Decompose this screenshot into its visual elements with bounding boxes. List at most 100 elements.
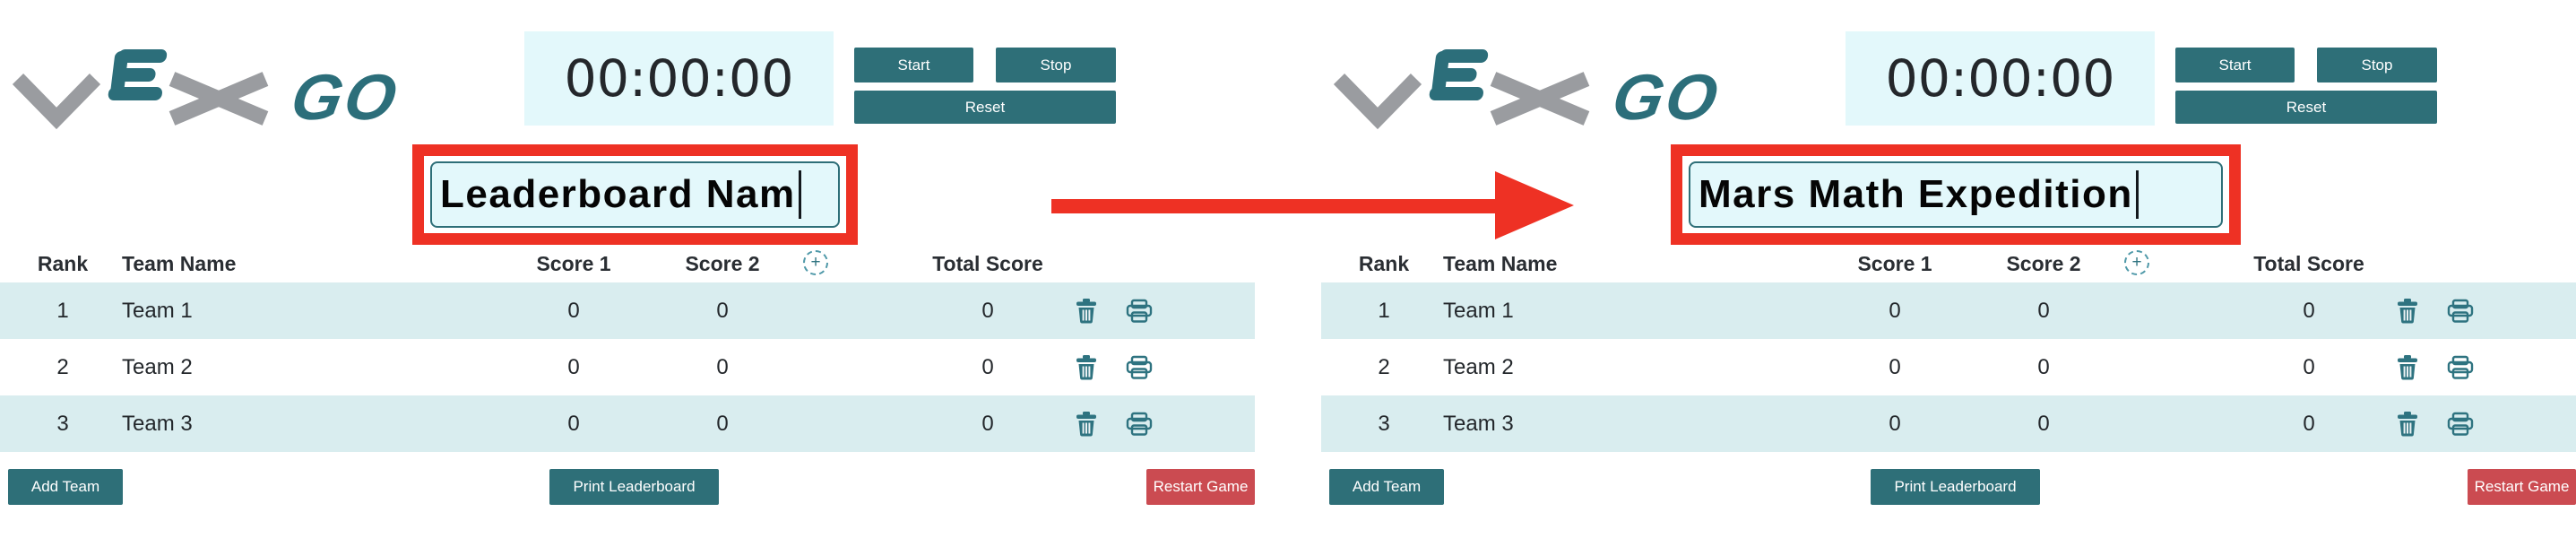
header-score-1: Score 1 <box>536 251 611 275</box>
cell-score-2[interactable]: 0 <box>2037 298 2050 323</box>
cell-team-name[interactable]: Team 1 <box>1443 298 1514 323</box>
add-team-button[interactable]: Add Team <box>8 469 123 505</box>
table-row: 2 Team 2 0 0 0 <box>1321 339 2576 395</box>
trash-icon <box>1076 354 1096 380</box>
restart-game-button[interactable]: Restart Game <box>1146 469 1255 505</box>
leaderboard-name-input[interactable]: Leaderboard Nam <box>430 161 840 228</box>
table-row: 2 Team 2 0 0 0 <box>0 339 1255 395</box>
cell-score-1[interactable]: 0 <box>1889 354 1901 379</box>
logo-letter-v <box>1333 74 1422 130</box>
header-team-name: Team Name <box>122 251 237 275</box>
print-team-button[interactable] <box>1120 282 1158 339</box>
timer-display: 00:00:00 <box>1846 31 2155 126</box>
printer-icon <box>2447 299 2474 323</box>
start-button[interactable]: Start <box>2175 48 2295 82</box>
cell-score-2[interactable]: 0 <box>2037 411 2050 436</box>
cell-score-1[interactable]: 0 <box>1889 411 1901 436</box>
cell-score-2[interactable]: 0 <box>716 298 729 323</box>
vex-go-logo: GO <box>1330 27 1760 135</box>
add-score-column-button[interactable]: + <box>803 250 828 275</box>
print-leaderboard-button[interactable]: Print Leaderboard <box>1871 469 2040 505</box>
delete-team-button[interactable] <box>2390 339 2425 395</box>
cell-total-score: 0 <box>981 411 994 436</box>
cell-team-name[interactable]: Team 1 <box>122 298 193 323</box>
cell-score-1[interactable]: 0 <box>567 354 580 379</box>
leaderboard-name-value: Leaderboard Nam <box>440 172 796 216</box>
leaderboard-name-value: Mars Math Expedition <box>1699 172 2133 216</box>
print-team-button[interactable] <box>1120 339 1158 395</box>
cell-score-1[interactable]: 0 <box>1889 298 1901 323</box>
vex-go-logo: GO <box>9 27 439 135</box>
cell-score-1[interactable]: 0 <box>567 298 580 323</box>
print-team-button[interactable] <box>2442 339 2479 395</box>
logo-letter-x <box>169 72 269 126</box>
print-team-button[interactable] <box>1120 395 1158 452</box>
restart-game-button[interactable]: Restart Game <box>2468 469 2576 505</box>
header-rank: Rank <box>1358 251 1410 275</box>
cell-total-score: 0 <box>981 354 994 379</box>
table-header: Rank Team Name Score 1 Score 2 + Total S… <box>0 249 1255 278</box>
printer-icon <box>1126 412 1153 436</box>
header-score-2: Score 2 <box>2006 251 2081 275</box>
cell-team-name[interactable]: Team 2 <box>1443 354 1514 379</box>
text-caret <box>2135 170 2139 219</box>
table-row: 1 Team 1 0 0 0 <box>0 282 1255 339</box>
cell-score-2[interactable]: 0 <box>716 354 729 379</box>
delete-team-button[interactable] <box>1068 282 1104 339</box>
logo-letter-x <box>1490 72 1590 126</box>
table-row: 3 Team 3 0 0 0 <box>0 395 1255 452</box>
header-team-name: Team Name <box>1443 251 1558 275</box>
logo-text-go: GO <box>1607 61 1725 133</box>
cell-rank: 1 <box>1378 298 1390 323</box>
print-leaderboard-button[interactable]: Print Leaderboard <box>549 469 719 505</box>
printer-icon <box>2447 355 2474 379</box>
header-score-1: Score 1 <box>1857 251 1932 275</box>
delete-team-button[interactable] <box>2390 282 2425 339</box>
leaderboard-name-input[interactable]: Mars Math Expedition <box>1689 161 2223 228</box>
reset-button[interactable]: Reset <box>854 91 1116 124</box>
trash-icon <box>2398 411 2417 437</box>
stop-button[interactable]: Stop <box>996 48 1116 82</box>
add-score-column-button[interactable]: + <box>2124 250 2149 275</box>
cell-total-score: 0 <box>2303 298 2315 323</box>
header-score-2: Score 2 <box>685 251 760 275</box>
reset-button[interactable]: Reset <box>2175 91 2437 124</box>
print-team-button[interactable] <box>2442 395 2479 452</box>
print-team-button[interactable] <box>2442 282 2479 339</box>
printer-icon <box>2447 412 2474 436</box>
leaderboard-panel-after: GO 00:00:00 Start Stop Reset Mars Math E… <box>1321 0 2576 547</box>
table-header: Rank Team Name Score 1 Score 2 + Total S… <box>1321 249 2576 278</box>
table-row: 1 Team 1 0 0 0 <box>1321 282 2576 339</box>
trash-icon <box>1076 411 1096 437</box>
printer-icon <box>1126 355 1153 379</box>
stop-button[interactable]: Stop <box>2317 48 2437 82</box>
cell-total-score: 0 <box>981 298 994 323</box>
plus-circle-dashed-icon: + <box>810 253 821 272</box>
cell-score-2[interactable]: 0 <box>2037 354 2050 379</box>
plus-circle-dashed-icon: + <box>2131 253 2142 272</box>
start-button[interactable]: Start <box>854 48 973 82</box>
logo-letter-e <box>1429 49 1489 100</box>
add-team-button[interactable]: Add Team <box>1329 469 1444 505</box>
logo-letter-e <box>108 49 168 100</box>
header-total-score: Total Score <box>2253 251 2364 275</box>
table-row: 3 Team 3 0 0 0 <box>1321 395 2576 452</box>
printer-icon <box>1126 299 1153 323</box>
logo-text-go: GO <box>286 61 404 133</box>
cell-score-1[interactable]: 0 <box>567 411 580 436</box>
cell-team-name[interactable]: Team 3 <box>122 411 193 436</box>
trash-icon <box>2398 354 2417 380</box>
highlight-box: Leaderboard Nam <box>412 144 858 245</box>
cell-team-name[interactable]: Team 3 <box>1443 411 1514 436</box>
cell-rank: 1 <box>56 298 69 323</box>
header-rank: Rank <box>37 251 89 275</box>
right-arrow-head-icon <box>1495 171 1574 239</box>
delete-team-button[interactable] <box>1068 395 1104 452</box>
delete-team-button[interactable] <box>1068 339 1104 395</box>
cell-rank: 2 <box>1378 354 1390 379</box>
header-total-score: Total Score <box>932 251 1043 275</box>
trash-icon <box>2398 298 2417 324</box>
cell-score-2[interactable]: 0 <box>716 411 729 436</box>
cell-team-name[interactable]: Team 2 <box>122 354 193 379</box>
delete-team-button[interactable] <box>2390 395 2425 452</box>
